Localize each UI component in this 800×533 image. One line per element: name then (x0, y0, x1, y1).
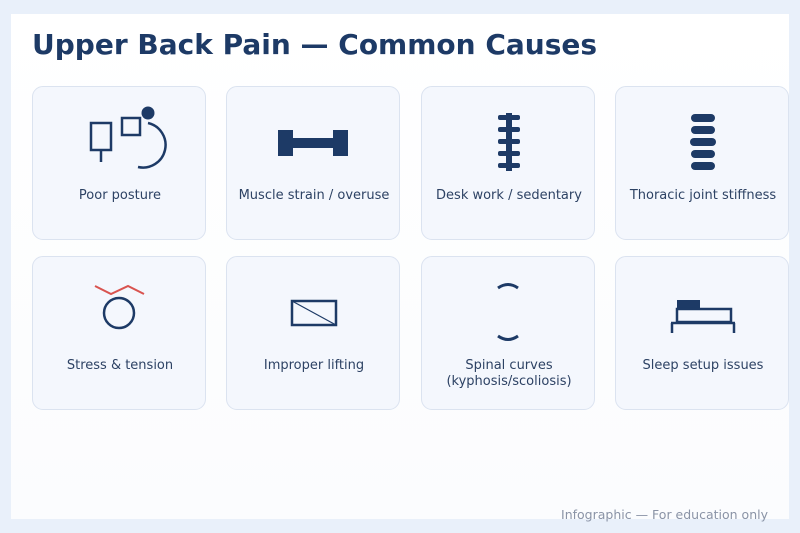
card-label-line: (kyphosis/scoliosis) (446, 374, 572, 389)
stress-head-icon (94, 284, 145, 330)
dumbbell-icon (278, 130, 348, 156)
cause-card-spinal-curves: Spinal curves (kyphosis/scoliosis) (421, 256, 595, 410)
cause-card-sleep-setup: Sleep setup issues (615, 256, 789, 410)
cause-card-poor-posture: Poor posture (32, 86, 206, 240)
card-label: Thoracic joint stiffness (629, 188, 777, 203)
curved-spine-icon (497, 283, 519, 341)
cause-card-improper-lifting: Improper lifting (226, 256, 400, 410)
cause-card-muscle-strain: Muscle strain / overuse (226, 86, 400, 240)
card-label: Stress & tension (66, 358, 174, 373)
box-icon (290, 299, 338, 327)
cause-card-stress: Stress & tension (32, 256, 206, 410)
card-label: Improper lifting (263, 358, 365, 373)
cause-card-thoracic-stiffness: Thoracic joint stiffness (615, 86, 789, 240)
spine-icon (498, 113, 520, 171)
footer-note: Infographic — For education only (561, 507, 768, 522)
card-label: Spinal curves (kyphosis/scoliosis) (422, 358, 596, 390)
cause-card-desk-work: Desk work / sedentary (421, 86, 595, 240)
vertebrae-icon (690, 114, 716, 170)
card-label: Muscle strain / overuse (238, 188, 390, 203)
posture-icon (89, 106, 167, 169)
page-title: Upper Back Pain — Common Causes (32, 28, 598, 61)
card-label: Poor posture (78, 188, 162, 203)
card-label: Sleep setup issues (642, 358, 764, 373)
card-label-line: Spinal curves (465, 358, 553, 373)
bed-icon (670, 300, 736, 333)
card-label: Desk work / sedentary (436, 188, 582, 203)
